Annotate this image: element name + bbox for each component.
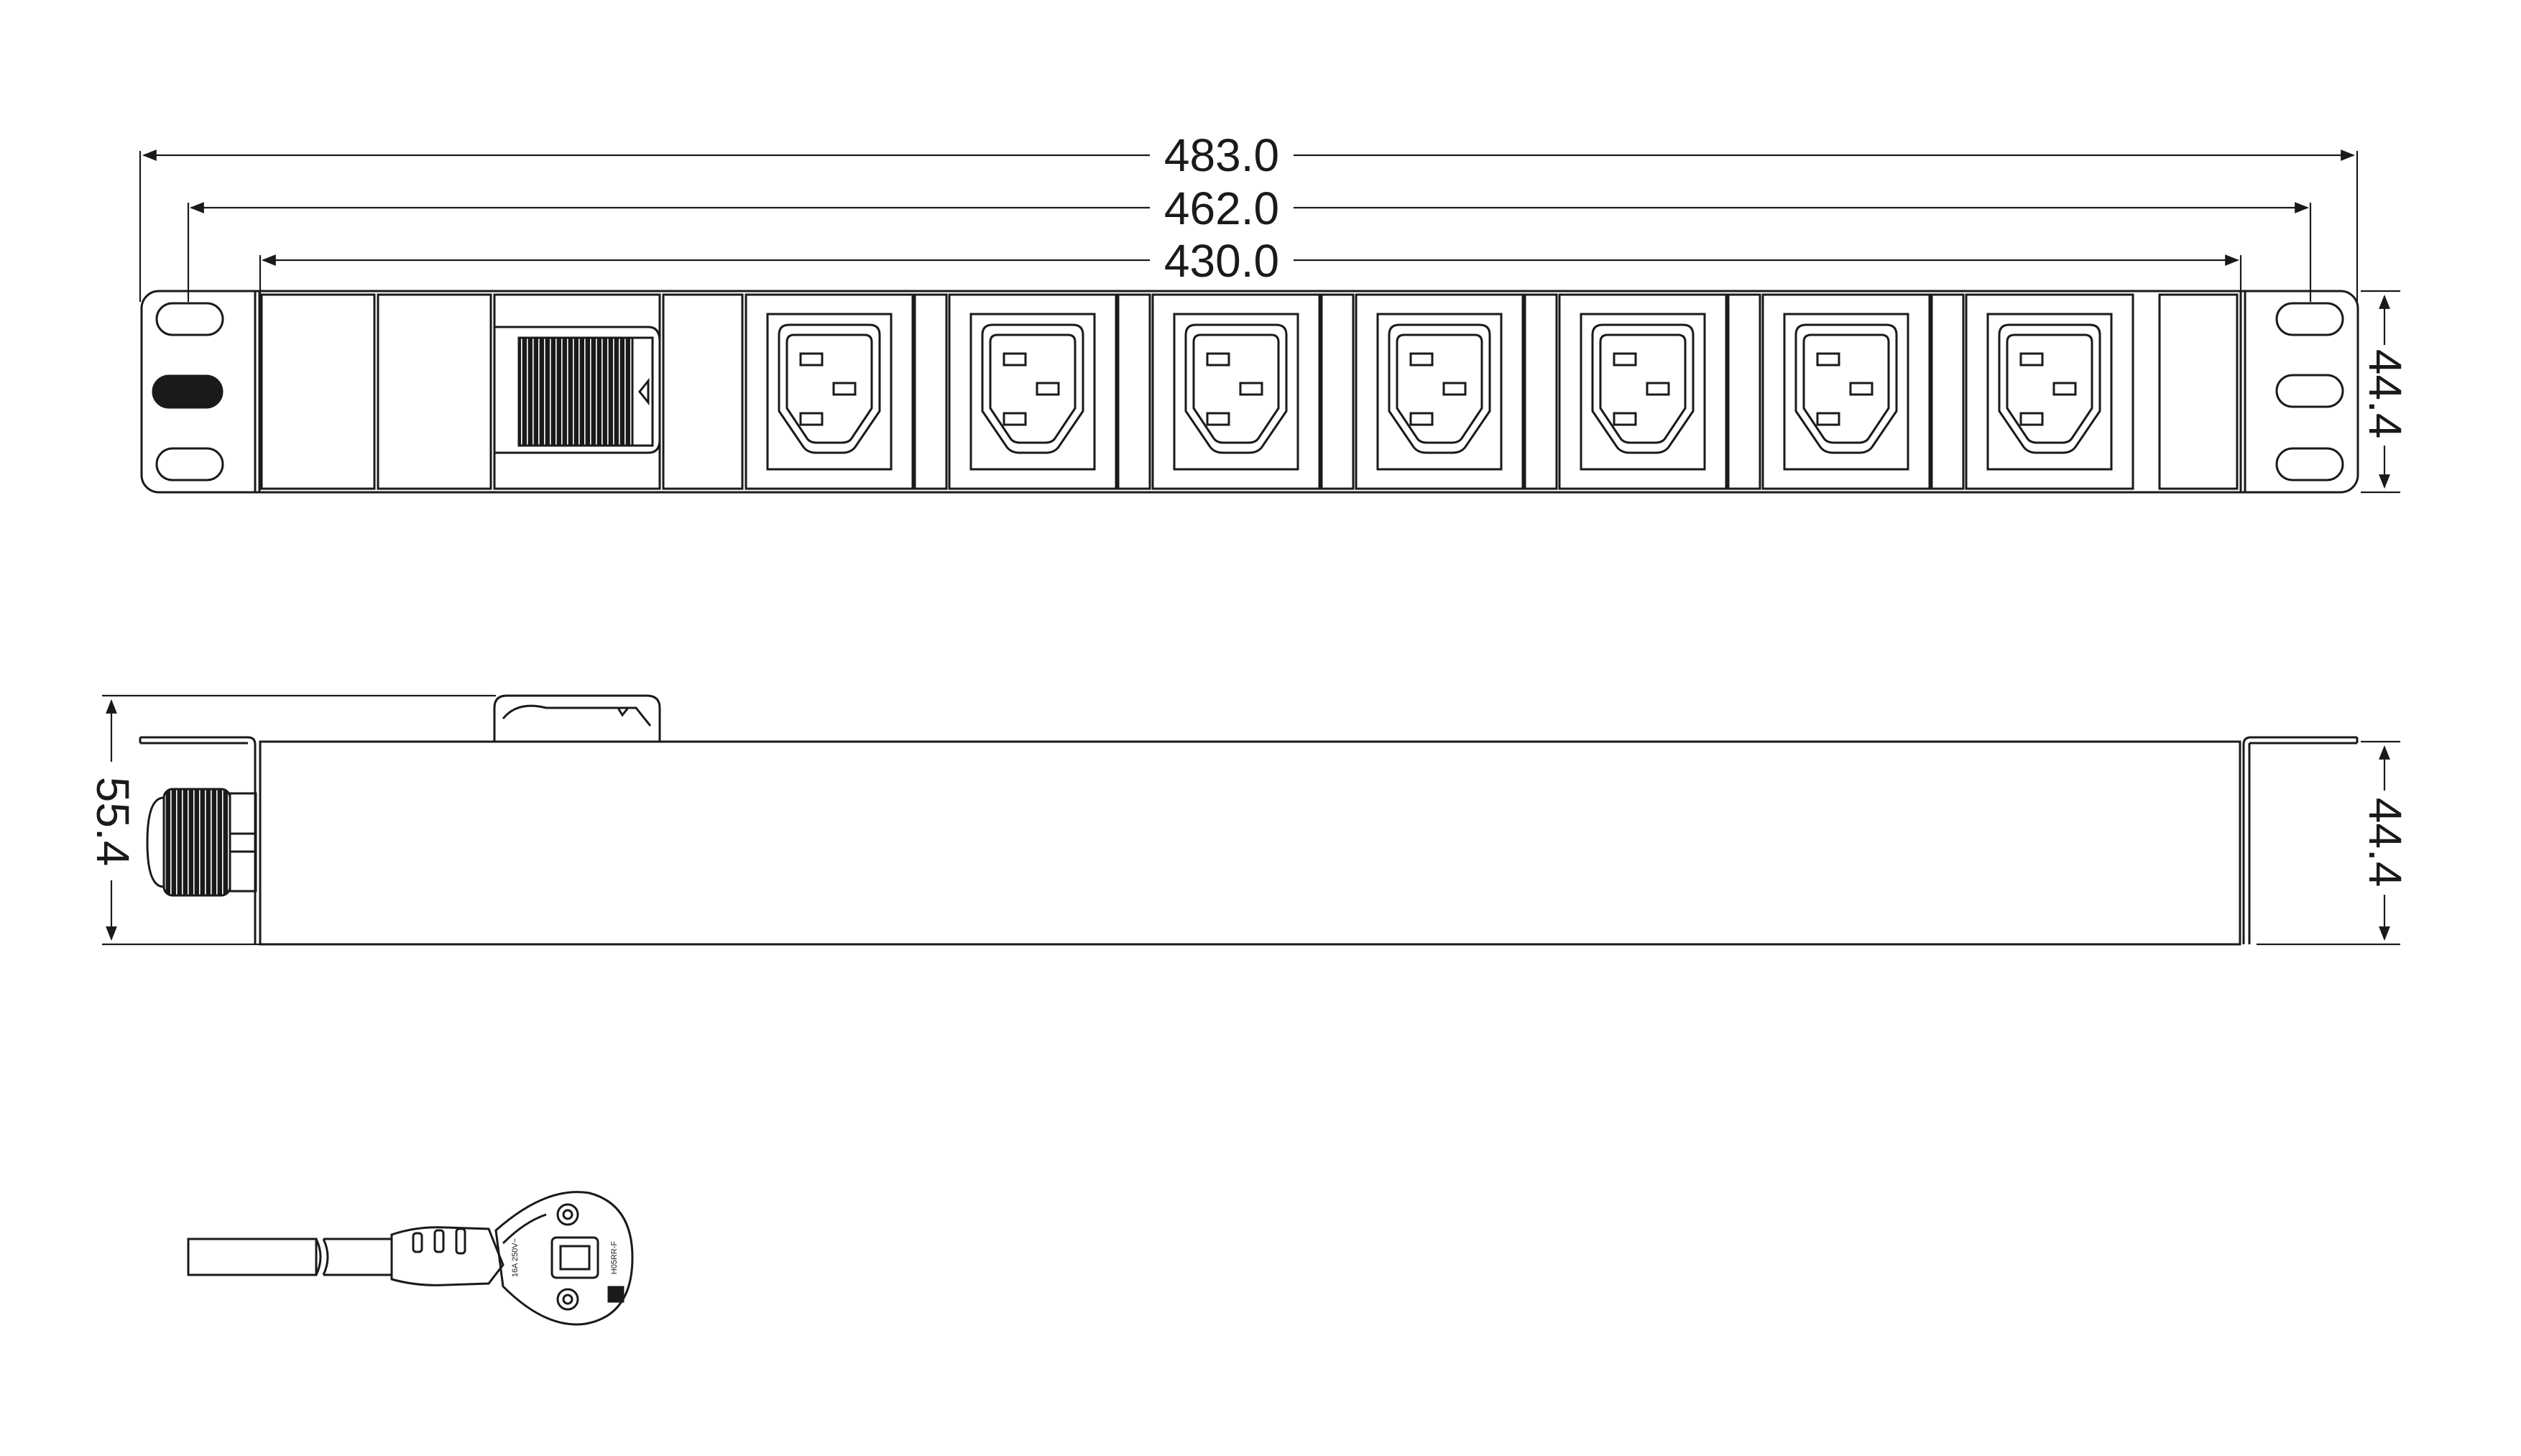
outlet-c13-1: [745, 293, 914, 490]
outlet-c13-3: [1117, 293, 1321, 490]
outlet-c13-4: [1320, 293, 1524, 490]
plug-earth-contact: [550, 1236, 599, 1279]
rocker-switch: [517, 336, 634, 447]
left-ear-slot-top: [155, 302, 224, 336]
schuko-plug: 16A 250V~ H05RR-F: [187, 1191, 634, 1326]
outlet-c13-2: [913, 293, 1117, 490]
cable-segment-1: [187, 1238, 318, 1276]
outlet-c13-6: [1727, 293, 1931, 490]
plug-pin-top: [556, 1203, 579, 1226]
blank-module-3: [662, 293, 744, 490]
left-cable-gland-end: [152, 374, 223, 409]
right-ear-slot-top: [2275, 302, 2344, 336]
outlet-row: [745, 293, 2134, 490]
plug-imprint-1: 16A 250V~: [511, 1238, 520, 1277]
right-ear-slot-bottom: [2275, 447, 2344, 482]
dimension-body-width: 430.0: [259, 235, 2242, 302]
plug-imprint-2: H05RR-F: [610, 1240, 619, 1274]
blank-module-2: [377, 293, 492, 490]
dimension-mounting-width: 462.0: [187, 183, 2312, 302]
dimension-side-body-height: 44.4: [2257, 740, 2411, 946]
switch-module: [493, 293, 661, 490]
plug-body: [494, 1191, 634, 1326]
dim-462: 462.0: [1164, 183, 1279, 234]
outlet-c13-5: [1524, 293, 1728, 490]
switch-arrow-icon: [638, 377, 650, 406]
dim-44-4-front: 44.4: [2359, 349, 2411, 439]
cable-gland: [146, 788, 257, 897]
outlet-c13-7: [1930, 293, 2134, 490]
dimension-front-height: 44.4: [2359, 290, 2411, 494]
plug-pin-bottom: [556, 1288, 579, 1311]
dimension-side-total-height: 55.4: [87, 694, 496, 946]
dim-430: 430.0: [1164, 235, 1279, 287]
dim-55-4: 55.4: [87, 777, 139, 867]
dimension-overall-width: 483.0: [139, 129, 2359, 302]
side-body: [259, 740, 2241, 946]
dim-483: 483.0: [1164, 129, 1279, 181]
front-plate: [140, 290, 2359, 494]
blank-module-end: [2158, 293, 2239, 490]
front-view: [140, 290, 2359, 494]
left-ear-slot-bottom: [155, 447, 224, 482]
switch-profile: [493, 694, 661, 742]
plug-strain-relief: [390, 1226, 504, 1286]
blank-module-1: [260, 293, 376, 490]
side-view: [139, 694, 2359, 946]
plug-cert-mark: [607, 1286, 625, 1303]
right-ear-slot-middle: [2275, 374, 2344, 408]
dim-44-4-side: 44.4: [2359, 798, 2411, 888]
